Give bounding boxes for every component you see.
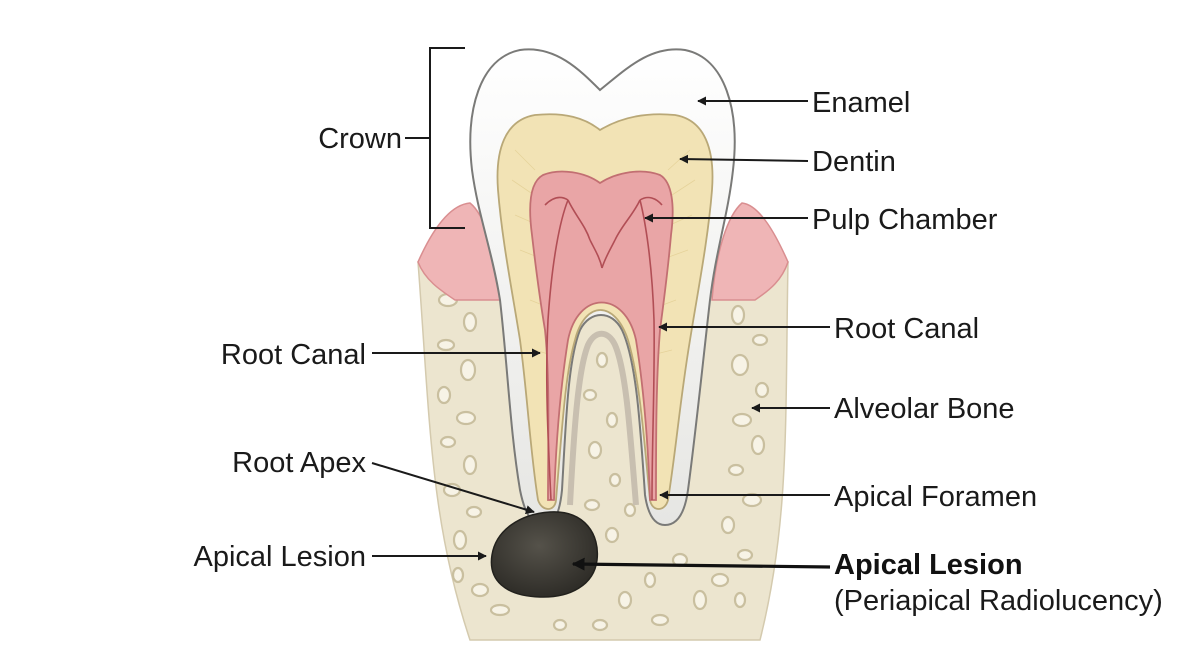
apical-lesion-subtitle: (Periapical Radiolucency) xyxy=(834,585,1163,617)
root-apex-leader xyxy=(371,462,535,514)
pulp-chamber-label: Pulp Chamber xyxy=(812,204,998,236)
leader-lines xyxy=(371,96,831,571)
crown-bracket xyxy=(405,47,465,229)
root-canal-right-label: Root Canal xyxy=(834,313,979,345)
apical-lesion-left-label: Apical Lesion xyxy=(194,541,367,573)
apical-lesion xyxy=(490,511,599,598)
crown-label: Crown xyxy=(318,123,402,155)
alveolar-bone xyxy=(417,261,789,641)
labels: Crown Enamel Dentin Pulp Chamber Root Ca… xyxy=(194,87,1163,617)
apical-lesion-right-leader xyxy=(571,557,831,571)
root-canal-left-label: Root Canal xyxy=(221,339,366,371)
pulp xyxy=(529,170,674,501)
apical-lesion-title: Apical Lesion xyxy=(834,549,1023,581)
root-apex-label: Root Apex xyxy=(232,447,366,479)
alveolar-bone-label: Alveolar Bone xyxy=(834,393,1015,425)
enamel-label: Enamel xyxy=(812,87,910,119)
dentin-leader xyxy=(679,154,809,164)
dentin-label: Dentin xyxy=(812,146,896,178)
apical-foramen-label: Apical Foramen xyxy=(834,481,1037,513)
